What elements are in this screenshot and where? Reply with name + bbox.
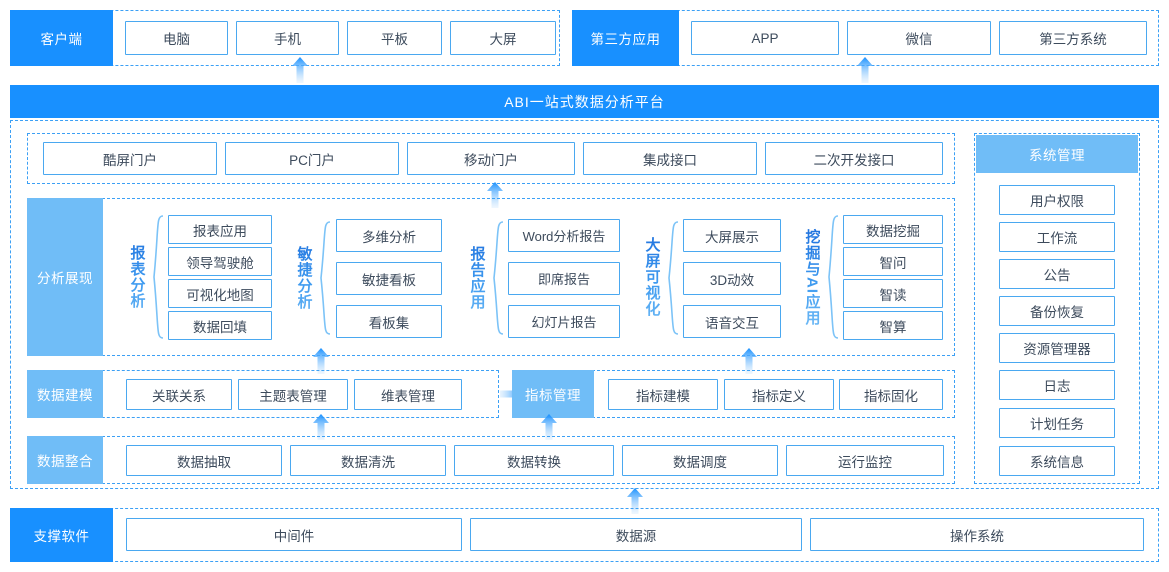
integration-item-transform[interactable]: 数据转换 (454, 445, 614, 476)
analysis-group-label-bigscreen-visualization: 大屏可视化 (641, 215, 663, 339)
analysis-group-label-report-application: 报告应用 (466, 221, 488, 335)
modeling-item-relations[interactable]: 关联关系 (126, 379, 232, 410)
portal-item-integration-api[interactable]: 集成接口 (583, 142, 757, 175)
analysis-item-data-fillback[interactable]: 数据回填 (168, 311, 272, 340)
analysis-item-dashboard-set[interactable]: 看板集 (336, 305, 442, 338)
client-item-phone[interactable]: 手机 (236, 21, 339, 55)
arrow-modeling-to-analysis (313, 348, 329, 374)
analysis-item-data-mining[interactable]: 数据挖掘 (843, 215, 943, 244)
brace-mining-ai (828, 215, 839, 339)
analysis-item-smart-read[interactable]: 智读 (843, 279, 943, 308)
portal-item-coolscreen[interactable]: 酷屏门户 (43, 142, 217, 175)
brace-report-analysis (153, 215, 164, 339)
arrow-integration-to-modeling (313, 414, 329, 440)
modeling-item-subject-table[interactable]: 主题表管理 (238, 379, 348, 410)
analysis-item-multidim-analysis[interactable]: 多维分析 (336, 219, 442, 252)
portal-row-container (27, 133, 955, 184)
arrow-support-to-platform (627, 488, 643, 514)
analysis-item-3d-effects[interactable]: 3D动效 (683, 262, 781, 295)
analysis-item-word-report[interactable]: Word分析报告 (508, 219, 620, 252)
system-item-log[interactable]: 日志 (999, 370, 1115, 400)
client-item-bigscreen[interactable]: 大屏 (450, 21, 556, 55)
brace-report-application (493, 221, 504, 335)
system-item-backup-restore[interactable]: 备份恢复 (999, 296, 1115, 326)
portal-item-secondary-dev-api[interactable]: 二次开发接口 (765, 142, 943, 175)
modeling-item-dimension-table[interactable]: 维表管理 (354, 379, 462, 410)
arrow-analysis-to-portal (487, 182, 503, 208)
support-item-datasource[interactable]: 数据源 (470, 518, 802, 551)
analysis-item-smart-compute[interactable]: 智算 (843, 311, 943, 340)
client-item-tablet[interactable]: 平板 (347, 21, 442, 55)
arrow-thirdparty-to-platform (857, 57, 873, 83)
metric-row-label: 指标管理 (512, 370, 594, 418)
metric-item-solidification[interactable]: 指标固化 (839, 379, 943, 410)
modeling-row-label: 数据建模 (27, 370, 103, 418)
portal-item-pc[interactable]: PC门户 (225, 142, 399, 175)
analysis-item-leader-cockpit[interactable]: 领导驾驶舱 (168, 247, 272, 276)
metric-item-definition[interactable]: 指标定义 (724, 379, 834, 410)
system-item-resource-manager[interactable]: 资源管理器 (999, 333, 1115, 363)
system-panel-container (974, 133, 1140, 484)
analysis-item-voice-interaction[interactable]: 语音交互 (683, 305, 781, 338)
analysis-group-label-agile-analysis: 敏捷分析 (293, 221, 315, 335)
third-party-item-system[interactable]: 第三方系统 (999, 21, 1147, 55)
system-item-system-info[interactable]: 系统信息 (999, 446, 1115, 476)
integration-item-schedule[interactable]: 数据调度 (622, 445, 778, 476)
integration-item-clean[interactable]: 数据清洗 (290, 445, 446, 476)
system-item-announcement[interactable]: 公告 (999, 259, 1115, 289)
arrow-integration-to-metric (541, 414, 557, 440)
support-item-middleware[interactable]: 中间件 (126, 518, 462, 551)
client-item-pc[interactable]: 电脑 (125, 21, 228, 55)
client-row-label: 客户端 (10, 10, 113, 66)
support-row-label: 支撑软件 (10, 508, 113, 562)
portal-item-mobile[interactable]: 移动门户 (407, 142, 575, 175)
integration-item-monitor[interactable]: 运行监控 (786, 445, 944, 476)
analysis-group-label-report-analysis: 报表分析 (126, 215, 148, 339)
platform-title: ABI一站式数据分析平台 (504, 93, 665, 110)
support-item-os[interactable]: 操作系统 (810, 518, 1144, 551)
analysis-item-visual-map[interactable]: 可视化地图 (168, 279, 272, 308)
system-panel-label: 系统管理 (976, 135, 1138, 173)
metric-item-modeling[interactable]: 指标建模 (608, 379, 718, 410)
arrow-client-to-platform (292, 57, 308, 83)
system-item-scheduled-task[interactable]: 计划任务 (999, 408, 1115, 438)
analysis-item-adhoc-report[interactable]: 即席报告 (508, 262, 620, 295)
analysis-row-label: 分析展现 (27, 198, 103, 356)
analysis-item-smart-ask[interactable]: 智问 (843, 247, 943, 276)
analysis-item-report-app[interactable]: 报表应用 (168, 215, 272, 244)
integration-row-label: 数据整合 (27, 436, 103, 484)
third-party-item-wechat[interactable]: 微信 (847, 21, 991, 55)
third-party-item-app[interactable]: APP (691, 21, 839, 55)
analysis-item-slide-report[interactable]: 幻灯片报告 (508, 305, 620, 338)
analysis-item-agile-dashboard[interactable]: 敏捷看板 (336, 262, 442, 295)
system-item-workflow[interactable]: 工作流 (999, 222, 1115, 252)
analysis-group-label-mining-ai: 挖掘与AI应用 (801, 212, 823, 342)
arrow-metric-to-analysis (741, 348, 757, 374)
analysis-item-bigscreen-display[interactable]: 大屏展示 (683, 219, 781, 252)
platform-body-container (10, 120, 1159, 489)
platform-title-band: ABI一站式数据分析平台 (10, 85, 1159, 118)
system-item-user-permission[interactable]: 用户权限 (999, 185, 1115, 215)
brace-bigscreen-visualization (668, 221, 679, 335)
integration-item-extract[interactable]: 数据抽取 (126, 445, 282, 476)
brace-agile-analysis (320, 221, 331, 335)
third-party-row-label: 第三方应用 (572, 10, 679, 66)
